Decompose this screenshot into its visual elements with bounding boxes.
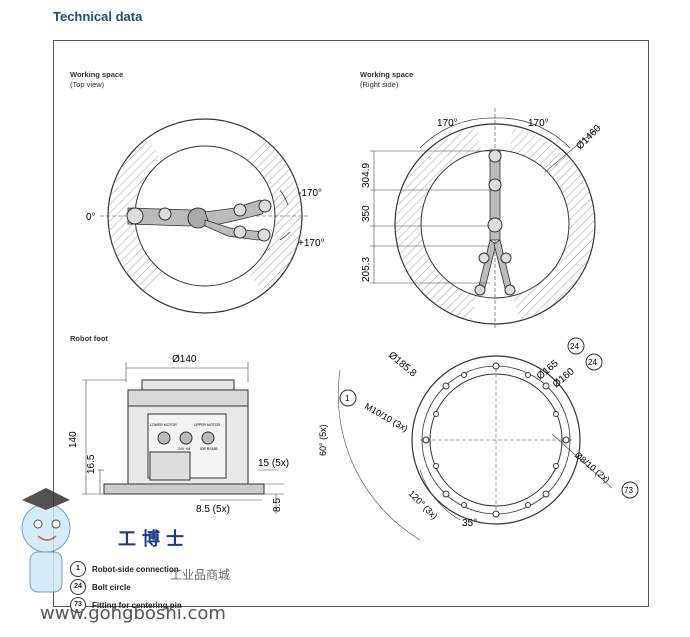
robot-foot-diameter: Ø140 [172, 354, 197, 365]
robot-foot-dim-8-5b: 8.5 [272, 498, 283, 512]
connector-3-icon [201, 431, 215, 445]
right-side-dim-3: 205.3 [361, 257, 372, 282]
connector-label-2: UPPER MOTOR [194, 423, 220, 427]
top-view-angle-neg: -170° [298, 188, 322, 199]
mascot-icon [21, 488, 71, 593]
robot-foot-height: 140 [68, 431, 79, 448]
robot-foot-dim-8-5a: 8.5 (5x) [196, 504, 230, 515]
top-view-diagram [100, 118, 310, 314]
bolt-pattern-diagram [337, 355, 613, 541]
right-side-title: Working space (Right side) [360, 70, 414, 89]
plug-icon [149, 451, 191, 481]
right-side-angle-left: 170° [437, 118, 458, 129]
robot-foot-title: Robot foot [70, 334, 108, 343]
watermark-url: www.gongboshi.com [40, 603, 226, 624]
bolt-ref-1: 1 [345, 394, 350, 403]
bolt-m10: M10/10 (3x) [363, 401, 410, 434]
top-view-title: Working space (Top view) [70, 70, 124, 89]
bolt-d185: Ø185.8 [386, 350, 419, 380]
connector-label-1: LOWER MOTOR [150, 423, 177, 427]
robot-foot-diagram [82, 362, 284, 514]
bolt-ref-73: 73 [624, 486, 633, 495]
bolt-pattern-outer-circle [411, 355, 581, 525]
page-title: Technical data [53, 9, 143, 24]
bolt-angle120: 120° (3x) [407, 488, 440, 521]
drawing-frame [53, 40, 649, 607]
top-view-angle-pos: +170° [298, 238, 325, 249]
robot-foot-dim-15: 15 (5x) [258, 458, 289, 469]
bolt-d8: Ø8/10 (2x) [573, 450, 612, 485]
bolt-ref-24a: 24 [570, 342, 579, 351]
watermark-cn-sub: 工业品商城 [170, 568, 231, 582]
right-side-dim-1: 304.9 [361, 163, 372, 188]
right-side-diameter: Ø1460 [574, 123, 603, 152]
watermark-cn: 工博士 [118, 529, 190, 550]
right-side-dim-2: 350 [361, 205, 372, 222]
bolt-angle35: 35° [462, 518, 477, 529]
top-view-angle-zero: 0° [86, 212, 96, 223]
connector-label-4: IDE RS485 [200, 447, 218, 451]
robot-foot-dim-16-5: 16.5 [86, 454, 97, 474]
connector-1-icon [157, 431, 171, 445]
bolt-ref-24b: 24 [588, 358, 597, 367]
connector-label-3: 24V +M [178, 447, 190, 451]
bolt-angle60: 60° (5x) [318, 424, 328, 456]
right-side-diagram [370, 108, 601, 330]
right-side-angle-right: 170° [528, 118, 549, 129]
robot-base-plate [103, 483, 265, 495]
connector-2-icon [179, 431, 193, 445]
